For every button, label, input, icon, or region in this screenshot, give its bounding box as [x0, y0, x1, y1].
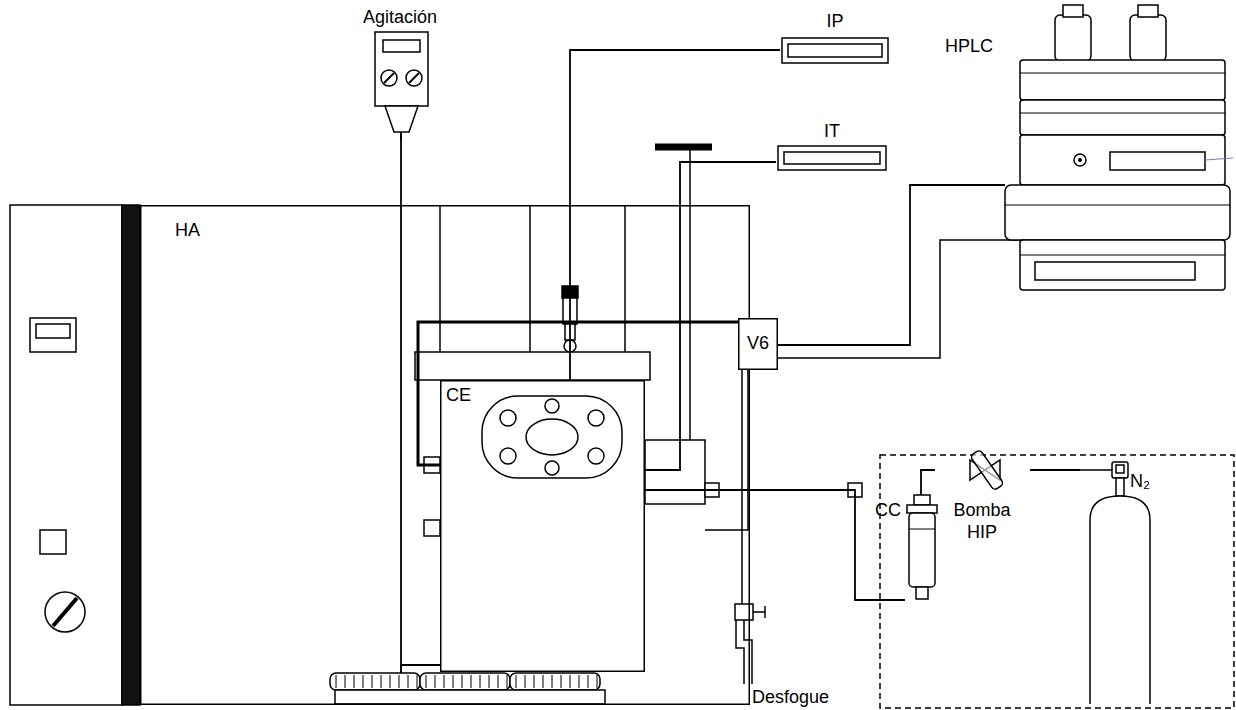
gear-tooth — [336, 675, 337, 688]
gear-tooth — [462, 675, 463, 688]
gear-tooth — [597, 675, 598, 688]
gear-tooth — [435, 675, 436, 688]
node-label: V6 — [738, 332, 778, 354]
vent-outlet — [744, 620, 752, 684]
filter-cartridge-outline — [905, 495, 939, 603]
hplc-instrument-outline — [1005, 5, 1230, 295]
vent-valve-handle — [764, 606, 766, 618]
six-port-valve: V6 — [738, 318, 778, 370]
vent-valve — [735, 604, 753, 620]
gear-tooth — [354, 675, 355, 688]
gear-tooth — [408, 675, 409, 688]
node-label: HA — [175, 219, 225, 241]
gear-tooth — [507, 675, 508, 688]
reactor-vessel: CE — [440, 380, 645, 672]
reactor-vessel-outline — [440, 380, 645, 672]
temperature-indicator: IT — [776, 118, 888, 172]
gear-tooth — [345, 675, 346, 688]
gear-tooth — [552, 675, 553, 688]
gear-tooth — [525, 675, 526, 688]
gear-tooth — [489, 675, 490, 688]
reactor-lid — [415, 352, 650, 380]
feed-region — [880, 455, 1234, 708]
gear-tooth — [471, 675, 472, 688]
node-label: CC — [875, 499, 903, 521]
gear-tooth — [561, 675, 562, 688]
connector-line — [921, 470, 935, 495]
reactor-port — [424, 520, 440, 536]
filter-cartridge: CC — [905, 495, 939, 603]
vent-valve-handle — [753, 611, 765, 613]
vent-line — [741, 370, 743, 604]
node-label: N₂ — [1130, 470, 1158, 492]
gear-tooth — [381, 675, 382, 688]
oven-knob — [45, 592, 85, 632]
node-label: Agitación — [355, 6, 445, 28]
oven-display-window — [36, 324, 70, 338]
reactor-side-block — [645, 440, 705, 504]
gear-train — [330, 673, 600, 690]
support-rod — [624, 205, 626, 352]
connector-line — [418, 322, 738, 465]
gear-tooth — [588, 675, 589, 688]
connector-line — [401, 140, 440, 665]
connector-line — [645, 162, 776, 470]
oven-switch — [40, 530, 66, 554]
pressure-indicator: IP — [780, 8, 890, 65]
oven-knob-mark — [53, 598, 77, 626]
base-plate — [335, 690, 605, 704]
gear-tooth — [426, 675, 427, 688]
connector-line — [645, 490, 905, 600]
oven-display — [30, 318, 76, 352]
node-label: IT — [776, 120, 888, 142]
gear-tooth — [399, 675, 400, 688]
stirrer-controller: Agitación — [355, 6, 445, 140]
oven-door-seal — [122, 205, 140, 705]
oven-housing-outline — [140, 205, 750, 705]
gear-tooth — [534, 675, 535, 688]
node-label: HPLC — [945, 35, 1001, 57]
node-label: IP — [780, 10, 890, 32]
connector-line — [778, 185, 1005, 345]
gear-tooth — [579, 675, 580, 688]
gear-tooth — [480, 675, 481, 688]
node-label: Bomba HIP — [947, 499, 1017, 543]
support-rod — [529, 205, 531, 352]
gear-tooth — [417, 675, 418, 688]
gear-tooth — [570, 675, 571, 688]
hplc-instrument: HPLC — [1005, 5, 1230, 295]
thermocouple-rod — [689, 150, 691, 440]
thermocouple-handle — [655, 144, 712, 151]
gear-tooth — [363, 675, 364, 688]
high-pressure-pump: Bomba HIP — [935, 455, 1030, 550]
part-label: Desfogue — [752, 686, 829, 708]
support-rod — [439, 205, 441, 352]
hplc-line — [778, 240, 1020, 358]
gear-tooth — [453, 675, 454, 688]
oven-housing: HA CE — [140, 205, 750, 705]
node-label: CE — [446, 384, 480, 406]
oven-panel — [10, 205, 122, 705]
vent-outlet — [736, 620, 744, 684]
connector-line — [1030, 469, 1080, 471]
gear-tooth — [543, 675, 544, 688]
gear-tooth — [498, 675, 499, 688]
nitrogen-cylinder: N₂ — [1080, 440, 1160, 705]
gear-tooth — [372, 675, 373, 688]
gear-tooth — [516, 675, 517, 688]
gear-tooth — [444, 675, 445, 688]
gear-tooth — [390, 675, 391, 688]
